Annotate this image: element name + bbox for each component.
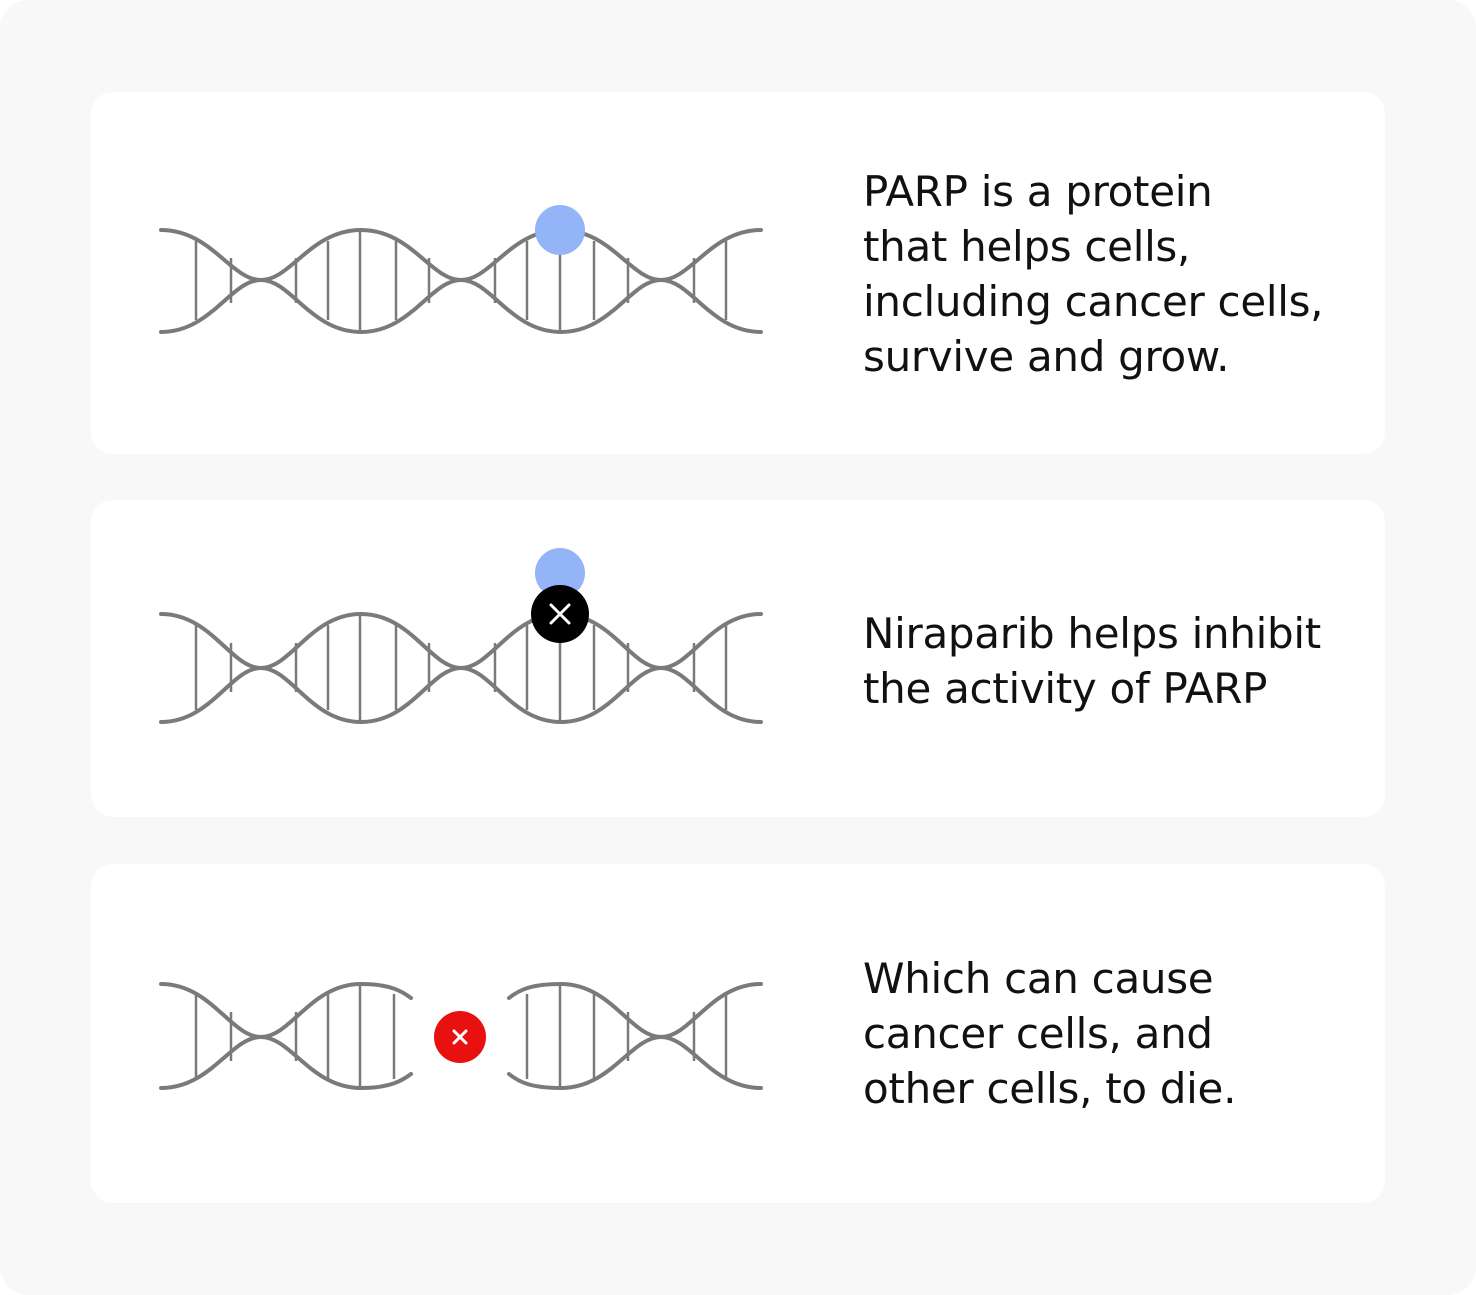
dna-strand-lower — [159, 277, 763, 335]
dna-strand-upper — [159, 611, 763, 671]
caption-line: Which can cause — [863, 954, 1214, 1003]
caption-line: cancer cells, and — [863, 1009, 1213, 1058]
step-caption: PARP is a protein that helps cells, incl… — [863, 164, 1363, 384]
dna-helix-illustration — [159, 205, 763, 335]
step-caption: Which can cause cancer cells, and other … — [863, 951, 1363, 1116]
caption-line: the activity of PARP — [863, 664, 1268, 713]
caption-line: PARP is a protein — [863, 167, 1213, 216]
dna-strand-lower — [159, 665, 763, 725]
dna-strand-lower — [159, 1034, 413, 1091]
parp-protein-icon — [535, 205, 585, 255]
dna-broken-illustration — [159, 981, 763, 1091]
dna-helix-illustration — [159, 548, 763, 725]
step-caption: Niraparib helps inhibit the activity of … — [863, 606, 1363, 716]
dna-strand-upper — [507, 981, 763, 1040]
caption-line: including cancer cells, — [863, 277, 1324, 326]
step-panel-parp-role: PARP is a protein that helps cells, incl… — [91, 92, 1385, 454]
dna-fragment-left — [159, 981, 413, 1091]
dna-fragment-right — [507, 981, 763, 1091]
caption-line: other cells, to die. — [863, 1064, 1237, 1113]
caption-line: Niraparib helps inhibit — [863, 609, 1321, 658]
dna-strand-upper — [159, 981, 413, 1040]
caption-line: survive and grow. — [863, 332, 1230, 381]
dna-helix — [159, 227, 763, 335]
step-panel-niraparib-inhibits: Niraparib helps inhibit the activity of … — [91, 500, 1385, 817]
step-panel-cell-death: Which can cause cancer cells, and other … — [91, 864, 1385, 1203]
inhibitor-x-icon — [531, 585, 589, 643]
caption-line: that helps cells, — [863, 222, 1191, 271]
dna-helix — [159, 611, 763, 725]
break-x-icon — [434, 1011, 486, 1063]
dna-strand-upper — [159, 227, 763, 283]
dna-strand-lower — [507, 1034, 763, 1091]
parp-protein-icon — [535, 548, 585, 598]
